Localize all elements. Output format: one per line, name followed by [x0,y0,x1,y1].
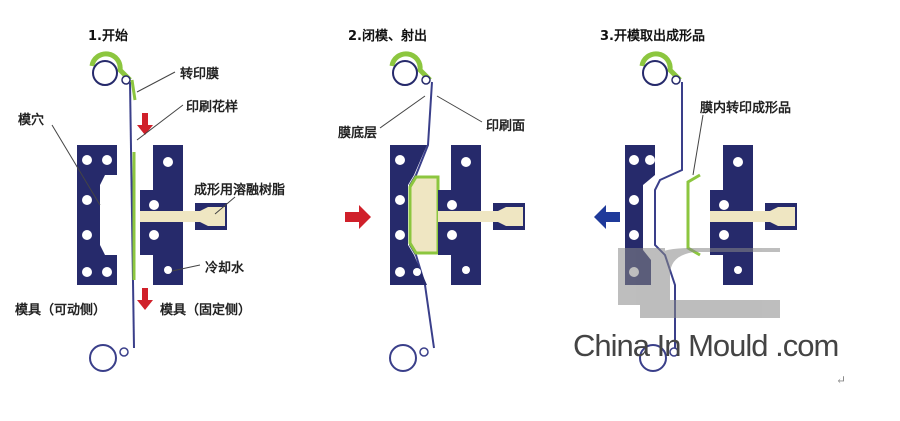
step-2-close-inject: 2.闭模、射出 膜底层 印刷面 [338,28,525,372]
step-2-title: 2.闭模、射出 [348,28,427,44]
label-print-face: 印刷面 [486,119,525,134]
right-arrow-icon [345,205,371,229]
step-1-title: 1.开始 [88,28,128,44]
label-cooling-water: 冷却水 [205,260,245,276]
step-3-title: 3.开模取出成形品 [600,28,705,44]
return-mark: ↵ [836,373,846,387]
label-molten-resin: 成形用溶融树脂 [194,182,285,198]
film-supply-roll [92,54,130,85]
down-arrow-icon [137,288,153,310]
label-transfer-film: 转印膜 [180,66,219,82]
step-1-open: 1.开始 转印膜 印刷花样 模穴 成形用溶融树脂 冷却水 模具（可动侧） 模具（… [15,28,285,372]
label-base-layer: 膜底层 [338,125,377,141]
down-arrow-icon [137,113,153,135]
label-cavity: 模穴 [18,112,44,128]
label-fixed-mold: 模具（固定侧） [160,302,251,318]
moving-mold [77,145,117,285]
label-molded-product: 膜内转印成形品 [700,100,791,116]
step-3-open-eject: 3.开模取出成形品 膜内转印成形品 China In Mould .com [573,28,839,372]
transfer-film [129,81,135,349]
label-print-pattern: 印刷花样 [186,99,238,115]
watermark-text: China In Mould .com [573,328,838,363]
left-arrow-icon [594,205,620,229]
watermark-logo-shape [618,248,780,318]
molded-product [686,173,701,257]
label-moving-mold: 模具（可动侧） [15,302,106,318]
film-takeup-roll [89,344,129,372]
